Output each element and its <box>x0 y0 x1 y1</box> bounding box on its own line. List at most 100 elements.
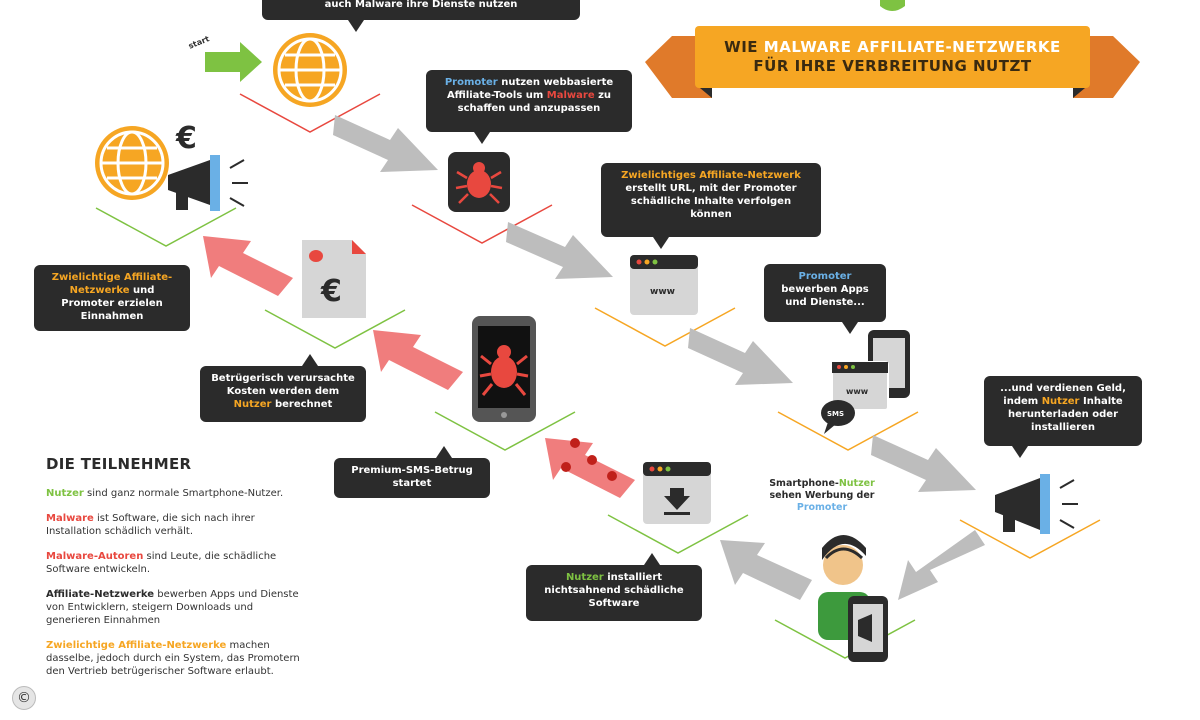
megaphone-icon-left <box>168 155 248 211</box>
bubble-text: Betrügerisch verursachte Kosten werden d… <box>211 373 355 397</box>
legend-term: Zwielichtige Affiliate-Netzwerke <box>46 640 227 651</box>
globe-icon-top <box>273 33 347 107</box>
platform-user <box>774 619 916 659</box>
flow-arrow-2 <box>506 222 613 279</box>
copyright-icon: © <box>12 686 36 710</box>
bubble-text: nutzen webbasierte Affiliate-Tools um <box>446 77 614 101</box>
red-arrow-invoice <box>203 236 293 296</box>
flow-arrow-5 <box>898 530 985 600</box>
apps-phone-icon <box>821 330 910 434</box>
title-line2: FÜR IHRE VERBREITUNG NUTZT <box>753 57 1032 75</box>
euro-symbol: € <box>176 121 197 156</box>
bubble-promoter-tools: Promoter nutzen webbasierte Affiliate-To… <box>426 70 632 144</box>
red-arrow-phone <box>373 330 463 390</box>
platform-globe-left <box>95 207 237 247</box>
bubble-costs: Betrügerisch verursachte Kosten werden d… <box>200 354 366 422</box>
www-label: www <box>650 287 675 297</box>
term-user: Nutzer <box>1041 396 1080 407</box>
bubble-text: berechnet <box>271 399 333 410</box>
legend-term: Nutzer <box>46 488 84 499</box>
title-highlight: MALWARE AFFILIATE-NETZWERKE <box>763 38 1061 56</box>
infected-phone-icon <box>472 316 536 422</box>
bubble-tail <box>302 354 318 366</box>
bubble-text: erstellt URL, mit der Promoter schädlich… <box>625 183 797 220</box>
bubble-tail <box>436 446 452 458</box>
legend-description: bewerben Apps und Dienste von Entwickler… <box>46 589 299 626</box>
flow-arrow-1 <box>333 115 438 172</box>
legend-description: sind Leute, die schädliche Software entw… <box>46 551 277 575</box>
bubble-install: Nutzer installiert nichtsahnend schädlic… <box>526 553 702 621</box>
term-user: Nutzer <box>565 572 604 583</box>
legend-entry: Nutzer sind ganz normale Smartphone-Nutz… <box>46 487 306 500</box>
bubble-tail <box>348 20 364 32</box>
legend-entry: Zwielichtige Affiliate-Netzwerke machen … <box>46 639 306 678</box>
bubble-network-url: Zwielichtiges Affiliate-Netzwerk erstell… <box>601 163 821 249</box>
platform-download <box>607 514 749 554</box>
bubble-promoter-apps: Promoter bewerben Apps und Dienste... <box>764 264 886 334</box>
start-arrow <box>205 42 262 82</box>
red-arrow-sms <box>545 438 635 498</box>
legend-description: machen dasselbe, jedoch durch ein System… <box>46 640 300 677</box>
bubble-tail <box>653 237 669 249</box>
bubble-tail <box>1012 446 1028 458</box>
platform-bug <box>411 204 553 244</box>
bubble-tail <box>644 553 660 565</box>
legend-title: DIE TEILNEHMER <box>46 455 192 473</box>
platform-www <box>594 307 736 347</box>
label-text: sehen Werbung der <box>769 490 875 501</box>
bubble-revenue: Zwielichtige Affiliate-Netzwerke und Pro… <box>34 265 190 331</box>
megaphone-icon-right <box>995 474 1078 534</box>
bubble-text: ...und verdienen Geld, indem <box>1000 383 1126 407</box>
bubble-text: bewerben Apps und Dienste... <box>781 284 869 308</box>
bubble-sms-fraud: Premium-SMS-Betrug startet <box>334 446 490 498</box>
participants-legend: DIE TEILNEHMER Nutzer sind ganz normale … <box>46 455 306 690</box>
flow-arrow-3 <box>688 328 793 385</box>
platform-phone <box>434 411 576 451</box>
download-window-icon <box>643 462 711 524</box>
bubble-tail <box>474 132 490 144</box>
bubble-text: installiert nichtsahnend schädliche Soft… <box>544 572 684 609</box>
legend-term: Affiliate-Netzwerke <box>46 589 155 600</box>
flow-arrow-6 <box>720 540 812 600</box>
browser-url-icon <box>630 255 698 315</box>
bug-swarm-icon <box>561 438 617 481</box>
user-sees-ads-label: Smartphone-Nutzer sehen Werbung der Prom… <box>756 478 888 514</box>
shield-icon <box>880 0 905 11</box>
term-promoter: Promoter <box>796 502 848 513</box>
bubble-top: auch Malware ihre Dienste nutzen <box>262 0 580 32</box>
platform-apps <box>777 411 919 451</box>
invoice-euro-symbol: € <box>321 274 342 309</box>
bubble-earn-money: ...und verdienen Geld, indem Nutzer Inha… <box>984 376 1142 458</box>
term-promoter: Promoter <box>444 77 498 88</box>
legend-term: Malware <box>46 513 94 524</box>
bubble-text: Inhalte herunterladen oder installieren <box>1007 396 1123 433</box>
legend-description: sind ganz normale Smartphone-Nutzer. <box>83 488 284 499</box>
term-user: Nutzer <box>838 478 875 489</box>
bubble-text: zu schaffen und anzupassen <box>457 90 612 114</box>
bubble-tail <box>842 322 858 334</box>
bubble-text: Premium-SMS-Betrug startet <box>351 465 473 489</box>
legend-term: Malware-Autoren <box>46 551 144 562</box>
www-label-apps: www <box>846 387 869 396</box>
platform-megaphone-right <box>959 519 1101 559</box>
term-user: Nutzer <box>233 399 272 410</box>
legend-entry: Affiliate-Netzwerke bewerben Apps und Di… <box>46 588 306 627</box>
label-text: Smartphone- <box>769 478 839 489</box>
term-shady-network: Zwielichtiges Affiliate-Netzwerk <box>621 170 801 181</box>
platform-invoice <box>264 309 406 349</box>
invoice-icon <box>302 240 366 318</box>
legend-description: ist Software, die sich nach ihrer Instal… <box>46 513 255 537</box>
bubble-text: und Promoter erzielen Einnahmen <box>61 285 163 322</box>
legend-entry: Malware ist Software, die sich nach ihre… <box>46 512 306 538</box>
term-shady-networks: Zwielichtige Affiliate-Netzwerke <box>51 272 173 296</box>
term-malware: Malware <box>546 90 595 101</box>
globe-icon-left <box>95 126 169 200</box>
user-avatar-icon <box>818 535 888 662</box>
flow-arrow-4 <box>871 435 976 492</box>
sms-label: SMS <box>827 410 845 418</box>
banner-fold-left <box>700 88 712 98</box>
title-banner: WIE MALWARE AFFILIATE-NETZWERKE FÜR IHRE… <box>695 26 1090 88</box>
malware-bug-icon <box>448 152 510 212</box>
